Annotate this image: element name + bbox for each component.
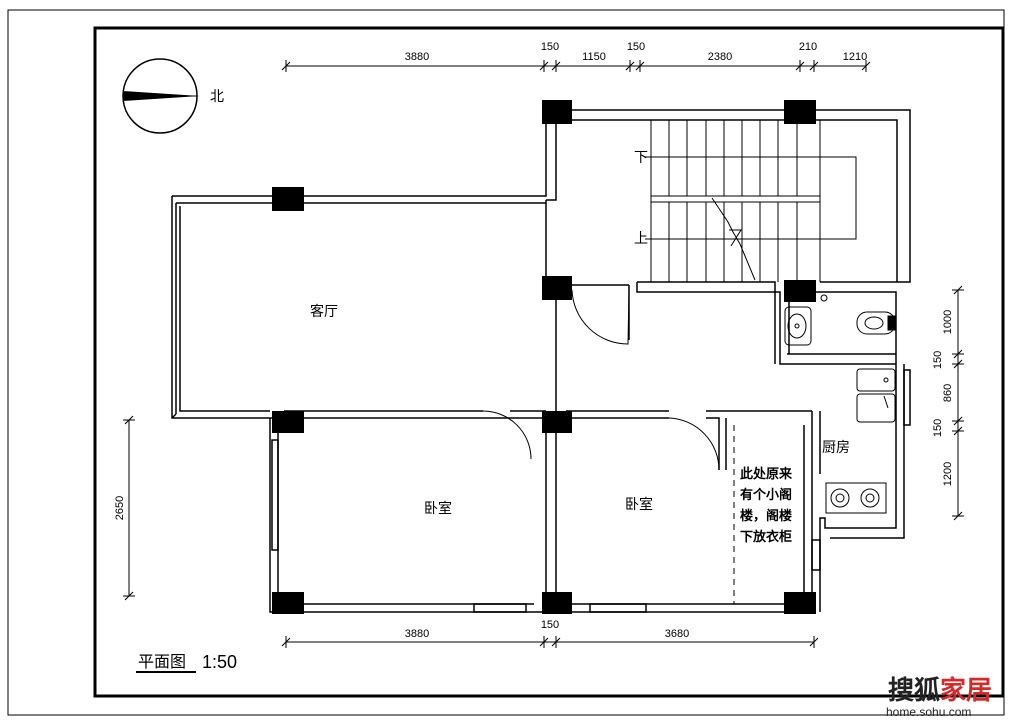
dimension-right [952,285,964,521]
room-label-bedroom-left: 卧室 [424,500,452,517]
stair-icon [645,120,857,282]
gas-stove-icon [825,482,887,514]
walls [171,109,911,613]
watermark-url: home.sohu.com [886,705,971,719]
dim-top: 1150 [582,51,606,63]
inner-frame [93,26,1005,698]
floor-drain-icon [820,294,828,302]
stair-up-label: 上 [634,231,648,247]
room-label-bedroom-right: 卧室 [625,496,653,513]
north-arrow-icon [122,58,200,134]
dim-bottom: 3880 [405,628,429,640]
drawing-title: 平面图 [138,652,186,671]
dim-top: 1210 [843,51,867,63]
note-line: 下放衣柜 [740,529,792,545]
dim-right: 150 [932,351,944,369]
note-line: 有个小阁 [740,487,792,503]
dim-top: 150 [627,41,645,53]
watermark-logo: 搜狐 家居 home.sohu.com [886,675,992,719]
dim-bottom: 150 [541,619,559,631]
dim-bottom: 3680 [665,628,689,640]
dim-top: 3880 [405,51,429,63]
columns [272,100,816,614]
stair-down-label: 下 [634,150,648,166]
dimension-top [281,60,871,72]
dimension-left [123,415,135,601]
room-label-living-room: 客厅 [310,303,338,320]
dim-right: 1200 [942,462,954,486]
dim-top: 210 [799,41,817,53]
dim-right: 1000 [942,310,954,334]
kitchen-sink-icon [856,368,896,423]
watermark-brand-a: 搜狐 [888,676,940,706]
outer-frame [7,9,1005,716]
dim-right: 860 [942,384,954,402]
dim-top: 2380 [708,51,732,63]
dim-right: 150 [932,419,944,437]
watermark-brand-b: 家居 [940,675,992,706]
doors [482,289,720,471]
drawing-scale: 1:50 [202,652,237,672]
room-label-kitchen: 厨房 [822,440,850,456]
squat-toilet-icon [856,311,896,335]
dimension-bottom [281,636,819,648]
loft-note: 此处原来 有个小阁 楼，阁楼 下放衣柜 [740,466,793,545]
note-line: 此处原来 [740,466,793,482]
dim-left: 2650 [114,496,126,520]
north-label: 北 [210,89,224,105]
dim-top: 150 [541,41,559,53]
note-line: 楼，阁楼 [740,508,792,524]
washbasin-icon [784,306,812,346]
